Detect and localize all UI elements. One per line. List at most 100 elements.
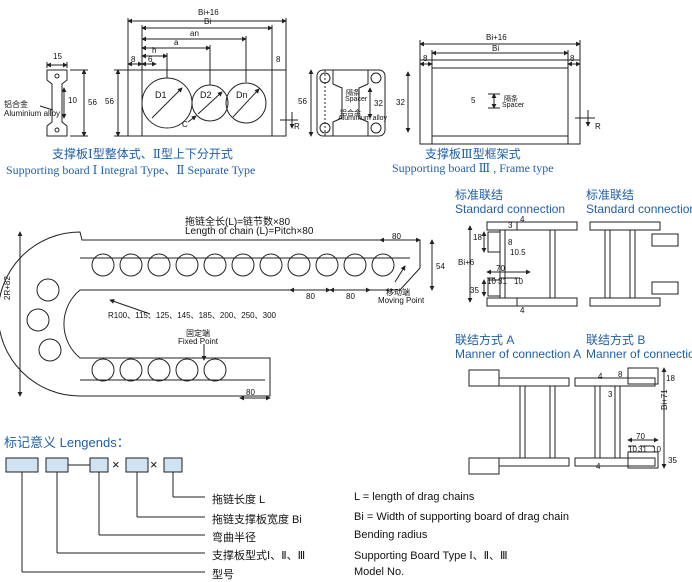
chain-fixed-cn: 固定端 [186,329,210,338]
type3-h32-label: 32 [396,98,405,107]
conn-a-title-en: Manner of connection A [455,347,582,361]
type2-left6-label: 6 [148,55,153,64]
type2-an-label: an [190,29,199,38]
type2-h-label: h [152,46,157,55]
std1-dim-35: 35 [470,286,479,295]
conn-a-title-cn: 联结方式 A [455,333,515,347]
legend-item-en: Bending radius [354,529,428,541]
type2-r-label: R [294,122,300,131]
legend-item-cn: 弯曲半径 [212,532,256,544]
legend-item-en: Bi = Width of supporting board of drag c… [354,511,569,523]
std2-drawing [589,221,679,307]
std1-dim-3: 3 [508,221,513,230]
legend-item-cn: 拖链支撑板宽度 Bi [212,514,302,526]
type3-r-label: R [595,122,601,131]
type2-height-label: 56 [105,97,114,106]
type1-profile [39,62,88,137]
conn-b-title-en: Manner of connection B [586,347,692,361]
chain-height-54: 54 [436,262,445,271]
type2-bi16-label: Bi+16 [198,8,219,17]
type3-profile-h32: 32 [374,99,383,108]
std1-drawing [467,221,578,307]
conn-b-drawing [574,367,667,469]
type1-height-label: 56 [88,98,97,107]
type3-five-label: 5 [471,96,476,105]
legend-item-en: Supporting Board Type Ⅰ、Ⅱ、Ⅲ [354,550,508,562]
std1-dim-10b: 10 [514,277,523,286]
conn-b-dim-4a: 4 [598,372,603,381]
std2-title-en: Standard connection [586,202,692,216]
type2-left8-label: 8 [131,55,136,64]
conn-b-dim-71: Bi+71 [660,389,669,410]
type3-profile-spacer-en: Spacer [345,96,368,103]
legend-item-cn: 型号 [212,569,234,581]
type2-dn-label: Dn [236,90,248,100]
type3-frame [405,40,595,145]
std1-title-cn: 标准联结 [455,188,504,202]
conn-b-dim-35: 35 [668,456,677,465]
type3-bi16-label: Bi+16 [486,33,507,42]
std1-dim-18: 18 [473,233,482,242]
chain-moving-en: Moving Point [378,296,425,305]
legend-times-1: × [112,457,120,472]
legend-title: 标记意义 Lengends： [4,435,130,450]
legend-diagram [5,457,205,573]
std1-dim-10-5: 10.5 [510,248,526,257]
type3-r8-label: 8 [570,54,575,63]
type3-profile-height: 56 [298,97,307,106]
std2-title-cn: 标准联结 [586,188,635,202]
conn-b-dim-70: 70 [636,432,645,441]
type1-width-label: 15 [53,52,62,61]
legend-item-en: Model No. [354,566,405,578]
chain-pitch-mid2: 80 [346,292,355,301]
conn-b-dim-8: 8 [618,370,623,379]
legend-item-cn: 拖链长度 L [212,494,266,506]
caption12-en: Supporting board Ⅰ Integral Type、Ⅱ Separ… [6,163,256,177]
drag-chain-drawing [0,231,435,401]
type2-right8-label: 8 [276,55,281,64]
chain-moving-cn: 移动端 [386,288,410,297]
type2-d2-label: D2 [200,90,212,100]
type2-d1-label: D1 [155,90,167,100]
conn-b-dim-3: 3 [608,390,613,399]
caption12-cn: 支撑板Ⅰ型整体式、Ⅱ型上下分开式 [52,147,233,161]
std1-dim-4a: 4 [520,215,525,224]
chain-pitch-mid1: 80 [306,292,315,301]
conn-b-dim-31: 31 [638,445,647,454]
legend-item-en: L = length of drag chains [354,491,475,503]
type3-profile-material-cn: 铝合金 [340,110,361,117]
std1-dim-31: 31 [498,277,507,286]
std1-dim-bi6: Bi+6 [458,258,475,267]
type1-inner-label: 10 [68,96,77,105]
type2-a-label: a [174,38,179,47]
chain-2r-label: 2R+82 [3,276,12,300]
conn-b-dim-4b: 4 [596,462,601,471]
std1-dim-4b: 4 [520,306,525,315]
type3-profile-material-en: Aluminium alloy [338,115,388,122]
chain-fixed-en: Fixed Point [178,337,219,346]
conn-b-dim-10: 10 [628,445,637,454]
conn-a-drawing [468,369,570,475]
type2-c-label: C [182,120,188,129]
type1-material-cn: 铝合金 [4,100,28,109]
conn-b-title-cn: 联结方式 B [586,333,646,347]
chain-pitch-bottom: 80 [246,388,255,397]
type3-profile-spacer-cn: 隔条 [346,90,360,97]
type3-spacer-cn: 隔条 [504,96,518,103]
std1-title-en: Standard connection [455,202,566,216]
caption3-cn: 支撑板Ⅲ型框架式 [425,147,521,161]
legend-times-2: × [150,457,158,472]
type3-profile [308,69,386,137]
type2-frame [114,18,298,137]
chain-length-en: Length of chain (L)=Pitch×80 [185,226,314,237]
type3-spacer-en: Spacer [502,102,525,109]
std1-dim-10: 10 [487,277,496,286]
std1-dim-8: 8 [508,238,513,247]
chain-length-cn: 拖链全长(L)=链节数×80 [185,217,291,228]
conn-b-dim-18: 18 [666,374,675,383]
caption3-en: Supporting board Ⅲ , Frame type [392,161,554,175]
legend-item-cn: 支撑板型式Ⅰ、Ⅱ、Ⅲ [212,550,306,562]
type3-l8-label: 8 [423,54,428,63]
chain-radii: R100、115、125、145、185、200、250、300 [108,311,276,320]
